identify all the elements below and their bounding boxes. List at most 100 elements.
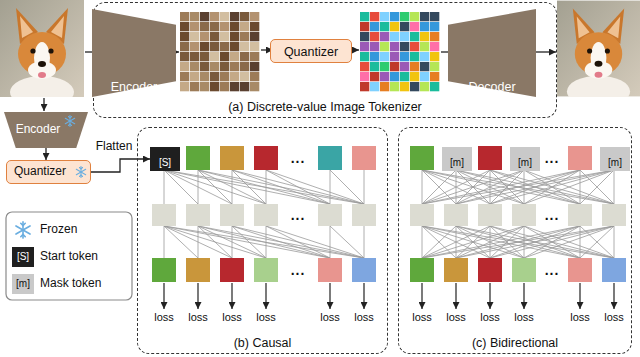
attention-line [198, 226, 330, 258]
code-cell [420, 52, 429, 61]
ellipsis: ... [291, 262, 306, 278]
loss-arrow [421, 283, 422, 309]
attention-line [164, 170, 330, 204]
code-cell [400, 22, 409, 31]
output-token [318, 258, 342, 282]
feature-cell [210, 62, 219, 71]
hidden-state [186, 204, 210, 226]
loss-label: loss [354, 311, 374, 324]
code-cell [370, 62, 379, 71]
hidden-state [352, 204, 376, 226]
attention-line [524, 226, 614, 258]
code-cell [410, 12, 419, 21]
trapezoid-fill [448, 9, 536, 97]
feature-cell [230, 82, 239, 91]
attention-line [198, 226, 199, 258]
code-cell [390, 42, 399, 51]
code-cell [400, 72, 409, 81]
feature-cell [220, 52, 229, 61]
code-cell [430, 52, 439, 61]
code-cell [380, 32, 389, 41]
attention-line [198, 170, 266, 204]
code-cell [400, 62, 409, 71]
attention-line [422, 170, 580, 204]
legend-text: Start token [40, 250, 98, 264]
code-cell [390, 12, 399, 21]
hidden-state [254, 204, 278, 226]
attention-line [266, 170, 267, 204]
input-photo [0, 0, 84, 108]
attention-line [198, 226, 232, 258]
start-token: [S] [150, 147, 180, 171]
input-token [568, 146, 592, 170]
ellipsis: ... [291, 150, 306, 166]
node-label: Encoder [92, 80, 176, 94]
hidden-state [410, 204, 434, 226]
code-cell [370, 72, 379, 81]
code-cell [410, 82, 419, 91]
mask-token: [m] [442, 147, 472, 171]
input-token [410, 146, 434, 170]
attention-line [580, 226, 581, 258]
legend-swatch: [m] [12, 274, 34, 294]
attention-line [198, 170, 199, 204]
code-cell [390, 32, 399, 41]
snowflake [16, 222, 30, 238]
swatch-label: [m] [16, 279, 30, 289]
code-cell [420, 82, 429, 91]
ellipsis: ... [545, 262, 560, 278]
frozen-icon [64, 115, 76, 127]
node-label: Decoder [448, 80, 536, 94]
feature-cell [180, 52, 189, 61]
edge-label: Flatten [94, 140, 135, 154]
panel-caption: (c) Bidirectional [399, 336, 631, 350]
mask-token: [m] [510, 147, 540, 171]
attention-line [614, 170, 615, 204]
loss-label: loss [514, 311, 534, 324]
attention-line [198, 170, 330, 204]
attention-line [330, 226, 331, 258]
ellipsis: ... [545, 207, 560, 223]
feature-cell [220, 12, 229, 21]
code-cell [400, 42, 409, 51]
feature-cell [180, 42, 189, 51]
code-cell [360, 72, 369, 81]
attention-line [164, 226, 165, 258]
input-token [186, 146, 210, 170]
loss-label: loss [154, 311, 174, 324]
loss-label: loss [320, 311, 340, 324]
code-cell [360, 82, 369, 91]
code-cell [380, 82, 389, 91]
output-photo [557, 1, 640, 108]
attention-line [456, 226, 614, 258]
snowflake [65, 116, 74, 127]
loss-arrow [163, 283, 164, 309]
attention-line [422, 226, 423, 258]
input-token [352, 146, 376, 170]
attention-line [456, 170, 524, 204]
loss-arrow [231, 283, 232, 309]
feature-cell [190, 72, 199, 81]
output-token [602, 258, 626, 282]
feature-cell [180, 22, 189, 31]
code-cell [360, 42, 369, 51]
attention-line [456, 170, 614, 204]
code-cell [410, 22, 419, 31]
code-cell [420, 72, 429, 81]
attention-line [490, 170, 614, 204]
feature-cell [180, 32, 189, 41]
attention-line [456, 226, 524, 258]
feature-cell [250, 72, 259, 81]
feature-cell [180, 82, 189, 91]
legend-text: Frozen [40, 223, 77, 237]
code-cell [430, 42, 439, 51]
code-cell [420, 62, 429, 71]
attention-line [232, 226, 266, 258]
feature-cell [230, 42, 239, 51]
attention-line [266, 226, 330, 258]
network-trapezoid: Encoder [4, 112, 88, 148]
snowflake [76, 167, 85, 178]
feature-cell [250, 52, 259, 61]
feature-cell [250, 32, 259, 41]
